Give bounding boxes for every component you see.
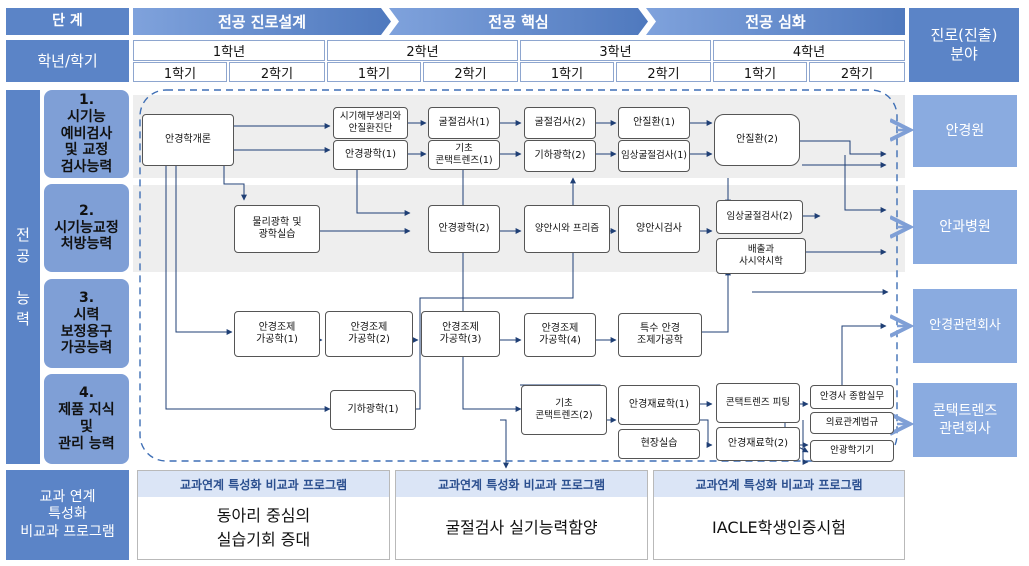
course-optical-materials-2: 안경재료학(2) bbox=[716, 427, 800, 461]
course-refraction-1: 굴절검사(1) bbox=[428, 107, 500, 139]
competency-2: 2. 시기능교정 처방능력 bbox=[44, 184, 129, 272]
course-clinical-refraction-2: 임상굴절검사(2) bbox=[716, 200, 803, 234]
course-ophthalmic-optics-1: 안경광학(1) bbox=[333, 140, 408, 170]
course-ocular-anatomy: 시기해부생리와 안질환진단 bbox=[333, 107, 408, 139]
year-2: 2학년 bbox=[327, 40, 518, 61]
competency-1: 1. 시기능 예비검사 및 교정 검사능력 bbox=[44, 90, 129, 178]
program-iacle: 교과연계 특성화 비교과 프로그램 IACLE학생인증시험 bbox=[653, 470, 905, 560]
career-contact-lens-company: 콘택트렌즈 관련회사 bbox=[913, 383, 1017, 457]
year-3: 3학년 bbox=[520, 40, 711, 61]
course-dispensing-4: 안경조제 가공학(4) bbox=[524, 313, 596, 357]
course-basic-contact-lens-2: 기초 콘택트렌즈(2) bbox=[521, 385, 607, 435]
course-field-practice: 현장실습 bbox=[618, 429, 700, 459]
course-dispensing-3: 안경조제 가공학(3) bbox=[421, 311, 500, 357]
grade-semester-label: 학년/학기 bbox=[6, 40, 129, 82]
dashed-boundary bbox=[139, 89, 898, 462]
course-optician-practice: 안경사 종합실무 bbox=[810, 385, 894, 409]
course-contact-lens-fitting: 콘택트렌즈 피팅 bbox=[716, 383, 800, 423]
career-optician-shop: 안경원 bbox=[913, 95, 1017, 167]
program-title: 교과연계 특성화 비교과 프로그램 bbox=[654, 471, 904, 497]
course-eye-disease-1: 안질환(1) bbox=[618, 107, 690, 139]
program-body: 동아리 중심의 실습기회 증대 bbox=[216, 506, 311, 549]
program-refraction-skills: 교과연계 특성화 비교과 프로그램 굴절검사 실기능력함양 bbox=[395, 470, 648, 560]
course-clinical-refraction-1: 임상굴절검사(1) bbox=[618, 140, 690, 172]
career-header: 진로(진출) 분야 bbox=[909, 8, 1019, 82]
semester-1-2: 2학기 bbox=[229, 62, 325, 82]
stage-arrow-1 bbox=[133, 8, 391, 35]
program-title: 교과연계 특성화 비교과 프로그램 bbox=[396, 471, 647, 497]
stage-arrows bbox=[133, 8, 905, 35]
stage-2: 전공 핵심 bbox=[488, 13, 549, 31]
competency-4: 4. 제품 지식 및 관리 능력 bbox=[44, 374, 129, 464]
stage-1: 전공 진로설계 bbox=[217, 13, 307, 31]
competency-3: 3. 시력 보정용구 가공능력 bbox=[44, 279, 129, 368]
semester-2-2: 2학기 bbox=[423, 62, 518, 82]
course-optical-instruments: 안광학기기 bbox=[810, 440, 894, 462]
course-strabismus-amblyopia: 배출과 사시약시학 bbox=[716, 238, 806, 274]
program-body: IACLE학생인증시험 bbox=[712, 518, 846, 537]
program-title: 교과연계 특성화 비교과 프로그램 bbox=[138, 471, 389, 497]
stage-label: 단 계 bbox=[6, 8, 129, 35]
course-binocular-vision-prism: 양안시와 프리즘 bbox=[524, 205, 610, 253]
course-geometric-optics-2: 기하광학(2) bbox=[524, 140, 596, 172]
program-body: 굴절검사 실기능력함양 bbox=[445, 518, 598, 537]
semester-4-2: 2학기 bbox=[809, 62, 905, 82]
program-club: 교과연계 특성화 비교과 프로그램 동아리 중심의 실습기회 증대 bbox=[137, 470, 390, 560]
course-binocular-vision-exam: 양안시검사 bbox=[618, 205, 700, 253]
major-competency-label: 전 공 능 력 bbox=[6, 90, 40, 464]
course-physical-optics-lab: 물리광학 및 광학실습 bbox=[234, 205, 320, 253]
stage-arrow-2 bbox=[389, 8, 648, 35]
career-eye-hospital: 안과병원 bbox=[913, 190, 1017, 264]
career-optical-company: 안경관련회사 bbox=[913, 289, 1017, 363]
stage-3: 전공 심화 bbox=[745, 13, 806, 31]
course-optical-materials-1: 안경재료학(1) bbox=[618, 385, 700, 425]
year-4: 4학년 bbox=[713, 40, 905, 61]
semester-3-1: 1학기 bbox=[520, 62, 614, 82]
course-refraction-2: 굴절검사(2) bbox=[524, 107, 596, 139]
semester-3-2: 2학기 bbox=[616, 62, 711, 82]
semester-2-1: 1학기 bbox=[327, 62, 421, 82]
course-ophthalmic-optics-2: 안경광학(2) bbox=[428, 205, 500, 253]
year-1: 1학년 bbox=[133, 40, 325, 61]
course-geometric-optics-1: 기하광학(1) bbox=[330, 390, 416, 430]
stage-arrow-3 bbox=[646, 8, 905, 35]
course-dispensing-2: 안경조제 가공학(2) bbox=[325, 311, 413, 357]
course-basic-contact-lens-1: 기초 콘택트렌즈(1) bbox=[428, 140, 500, 170]
program-label: 교과 연계 특성화 비교과 프로그램 bbox=[6, 470, 129, 560]
semester-4-1: 1학기 bbox=[713, 62, 807, 82]
course-medical-law: 의료관계법규 bbox=[810, 412, 894, 434]
course-intro-ophthalmic-optics: 안경학개론 bbox=[142, 114, 234, 166]
course-special-dispensing: 특수 안경 조제가공학 bbox=[618, 313, 702, 357]
course-eye-disease-2: 안질환(2) bbox=[714, 114, 800, 166]
semester-1-1: 1학기 bbox=[133, 62, 227, 82]
course-dispensing-1: 안경조제 가공학(1) bbox=[234, 311, 320, 357]
